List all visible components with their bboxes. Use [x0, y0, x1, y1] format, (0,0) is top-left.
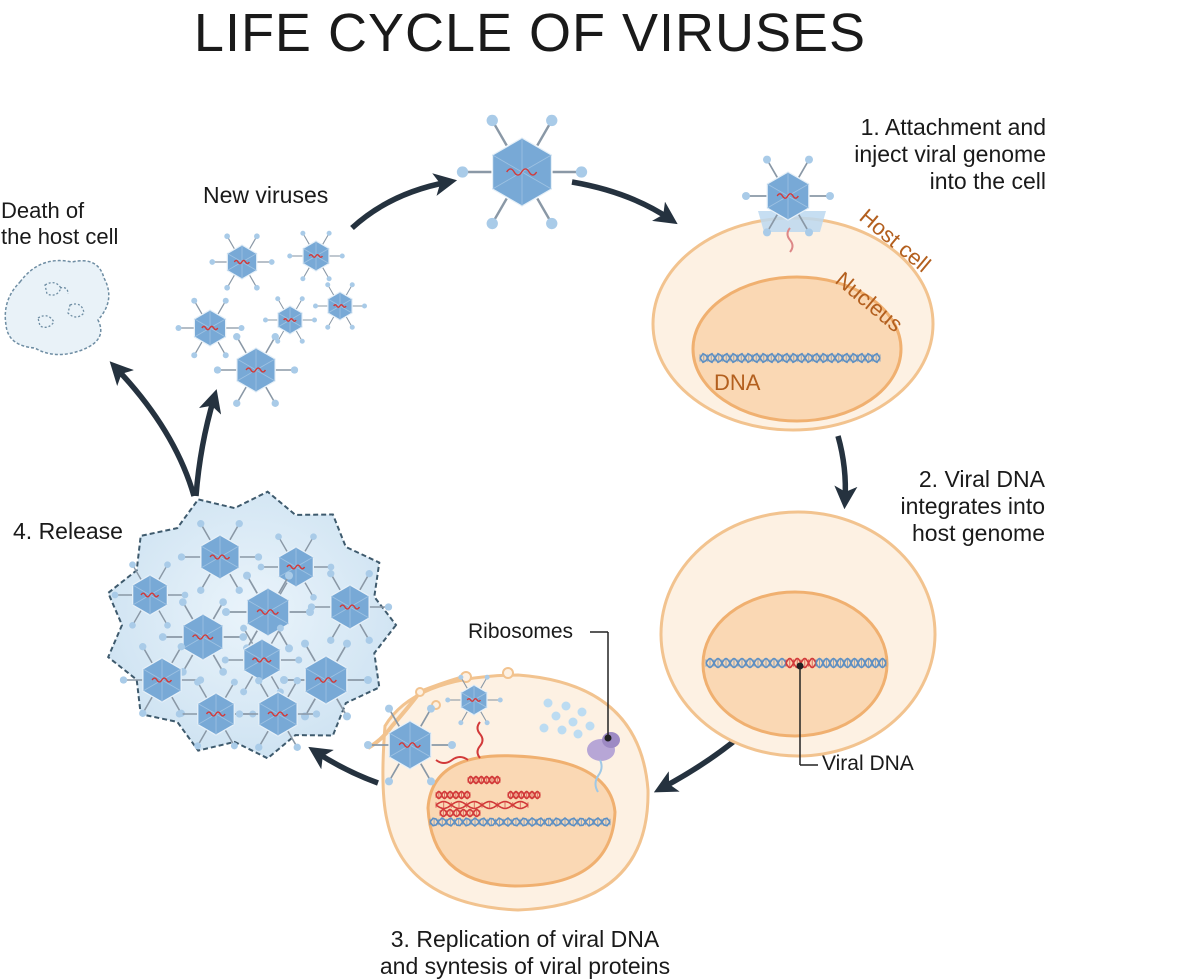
page-title: LIFE CYCLE OF VIRUSES [193, 3, 867, 63]
dna-helix-icon [705, 657, 887, 669]
virus-icon [307, 569, 393, 645]
host-cell-integration [659, 510, 937, 766]
step-1-label: 1. Attachment and inject viral genome in… [854, 114, 1046, 194]
virus-icon [221, 624, 303, 696]
arrow-icon [308, 746, 379, 786]
virus-icon [280, 639, 372, 721]
step-4-label: 4. Release [13, 518, 123, 544]
nucleus-icon [701, 590, 889, 738]
virus-icon [119, 642, 205, 718]
virus-icon [313, 282, 367, 330]
death-label: Death of the host cell [1, 198, 119, 249]
nucleus-icon [691, 275, 903, 423]
viral-dna-label: Viral DNA [822, 752, 914, 775]
new-viruses-label: New viruses [203, 182, 329, 208]
dna-helix-icon [429, 816, 611, 828]
cycle-arrows [109, 173, 858, 793]
attached-virus [758, 211, 826, 253]
dna-label: DNA [714, 370, 761, 395]
arrow-icon [653, 735, 740, 793]
step-3-label: 3. Replication of viral DNA and syntesis… [379, 926, 671, 979]
arrow-icon [109, 361, 197, 497]
virus-icon [209, 233, 275, 291]
host-cell-replication [366, 631, 650, 912]
virus-icon [158, 598, 248, 676]
viral-dna-copies [435, 775, 541, 818]
step-2-label: 2. Viral DNA integrates into host genome [900, 466, 1045, 546]
arrow-icon [571, 179, 678, 225]
virus-icon [364, 704, 456, 786]
virus-icon [456, 114, 588, 230]
virus-icon [235, 676, 321, 752]
virus-icon [287, 230, 345, 282]
virus-icon [742, 155, 834, 237]
dead-host-cell [4, 259, 110, 356]
virus-icon [213, 332, 299, 408]
dna-helix-icon [699, 352, 881, 364]
arrow-icon [834, 435, 858, 510]
virus-icon [177, 519, 263, 595]
virus-icon [445, 674, 503, 726]
virus-icon [263, 296, 317, 344]
arrow-icon [193, 389, 222, 497]
free-nucleotides [539, 698, 595, 739]
virus-icon [111, 561, 189, 629]
ribosomes-label: Ribosomes [468, 620, 574, 643]
virus-icon [222, 571, 314, 653]
virus-particles [111, 114, 834, 786]
host-cell-attachment [651, 211, 935, 432]
virus-icon [175, 297, 245, 359]
arrow-icon [350, 173, 458, 231]
